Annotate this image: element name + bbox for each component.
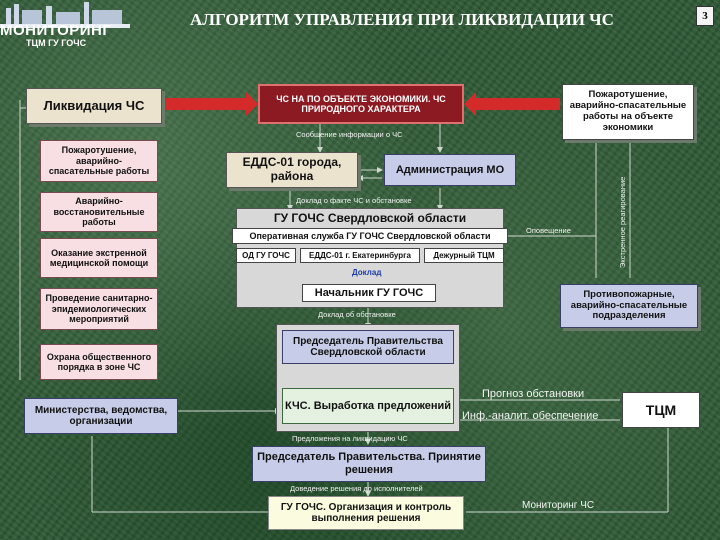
gu-gochs-title: ГУ ГОЧС Свердловской области (236, 210, 504, 228)
proposals-label: Предложения на ликвидацию ЧС (292, 434, 408, 443)
left-list-item-label: Пожаротушение, аварийно-спасательные раб… (48, 145, 150, 177)
edds-box: ЕДДС-01 города, района (226, 152, 358, 188)
notification-label: Оповещение (526, 226, 571, 235)
edds-ekb-box: ЕДДС-01 г. Екатеринбурга (300, 248, 420, 263)
left-list-item: Проведение санитарно-эпидемиологических … (40, 288, 158, 330)
report-situation-label: Доклад об обстановке (318, 310, 396, 319)
duty-tcm-box: Дежурный ТЦМ (424, 248, 504, 263)
logo: МОНИТОРИНГ ТЦМ ГУ ГОЧС (0, 0, 140, 48)
report-label: Доклад (352, 268, 382, 277)
left-list-item-label: Оказание экстренной медицинской помощи (49, 247, 149, 268)
page-title: АЛГОРИТМ УПРАВЛЕНИЯ ПРИ ЛИКВИДАЦИИ ЧС (190, 10, 614, 29)
admin-mo-label: Администрация МО (395, 163, 505, 176)
tcm-box: ТЦМ (622, 392, 700, 428)
edds-label: ЕДДС-01 города, района (242, 155, 342, 183)
ministries-box: Министерства, ведомства, организации (24, 398, 178, 434)
od-box: ОД ГУ ГОЧС (236, 248, 296, 263)
left-list-item: Оказание экстренной медицинской помощи (40, 238, 158, 278)
factory-icon (0, 2, 130, 28)
firefighting-object-box: Пожаротушение, аварийно-спасательные раб… (562, 84, 694, 140)
info-support-label: Инф.-аналит. обеспечение (462, 410, 599, 422)
ministries-label: Министерства, ведомства, организации (34, 404, 168, 428)
edds-ekb-label: ЕДДС-01 г. Екатеринбурга (309, 250, 411, 260)
emergency-label: ЧС НА ПО ОБЪЕКТЕ ЭКОНОМИКИ. ЧС ПРИРОДНОГ… (276, 93, 446, 114)
chief-box: Начальник ГУ ГОЧС (302, 284, 436, 302)
left-list-item: Пожаротушение, аварийно-спасательные раб… (40, 140, 158, 182)
emergency-box: ЧС НА ПО ОБЪЕКТЕ ЭКОНОМИКИ. ЧС ПРИРОДНОГ… (258, 84, 464, 124)
control-label: ГУ ГОЧС. Организация и контроль выполнен… (280, 501, 452, 525)
left-list-item-label: Охрана общественного порядка в зоне ЧС (46, 351, 152, 372)
kchs-label: КЧС. Выработка предложений (284, 399, 452, 412)
chairman-label: Председатель Правительства Свердловской … (293, 335, 443, 359)
duty-tcm-label: Дежурный ТЦМ (433, 250, 495, 260)
page-number: 3 (702, 10, 708, 22)
control-box: ГУ ГОЧС. Организация и контроль выполнен… (268, 496, 464, 530)
emergency-response-label: Экстренное реагирование (618, 176, 627, 268)
page-number-badge: 3 (696, 6, 714, 26)
chairman-decision-box: Председатель Правительства. Принятие реш… (252, 446, 486, 482)
left-list-item-label: Аварийно-восстановительные работы (53, 196, 145, 228)
chief-label: Начальник ГУ ГОЧС (314, 286, 424, 299)
tcm-label: ТЦМ (645, 401, 677, 418)
logo-text: МОНИТОРИНГ (0, 22, 112, 39)
left-list-item: Аварийно-восстановительные работы (40, 192, 158, 232)
operative-service-box: Оперативная служба ГУ ГОЧС Свердловской … (232, 228, 508, 244)
chairman-box: Председатель Правительства Свердловской … (282, 330, 454, 364)
left-list-item-label: Проведение санитарно-эпидемиологических … (45, 293, 153, 325)
od-label: ОД ГУ ГОЧС (242, 250, 290, 260)
chairman-decision-label: Председатель Правительства. Принятие реш… (257, 451, 481, 476)
admin-mo-box: Администрация МО (384, 154, 516, 186)
monitoring-label: Мониторинг ЧС (522, 500, 595, 511)
fire-units-label: Противопожарные, аварийно-спасательные п… (570, 288, 688, 322)
forecast-label: Прогноз обстановки (482, 388, 585, 400)
bringing-decision-label: Доведение решения до исполнителей (290, 484, 423, 493)
firefighting-object-label: Пожаротушение, аварийно-спасательные раб… (569, 89, 687, 133)
liquidation-box: Ликвидация ЧС (26, 88, 162, 124)
left-list-item: Охрана общественного порядка в зоне ЧС (40, 344, 158, 380)
message-info-label: Сообщение информации о ЧС (296, 130, 403, 139)
fire-units-box: Противопожарные, аварийно-спасательные п… (560, 284, 698, 328)
operative-service-label: Оперативная служба ГУ ГОЧС Свердловской … (249, 230, 491, 241)
gu-gochs-label: ГУ ГОЧС Свердловской области (273, 211, 467, 226)
liquidation-label: Ликвидация ЧС (43, 97, 145, 113)
report-fact-label: Доклад о факте ЧС и обстановке (296, 196, 412, 205)
kchs-box: КЧС. Выработка предложений (282, 388, 454, 424)
logo-subtitle: ТЦМ ГУ ГОЧС (26, 38, 87, 48)
